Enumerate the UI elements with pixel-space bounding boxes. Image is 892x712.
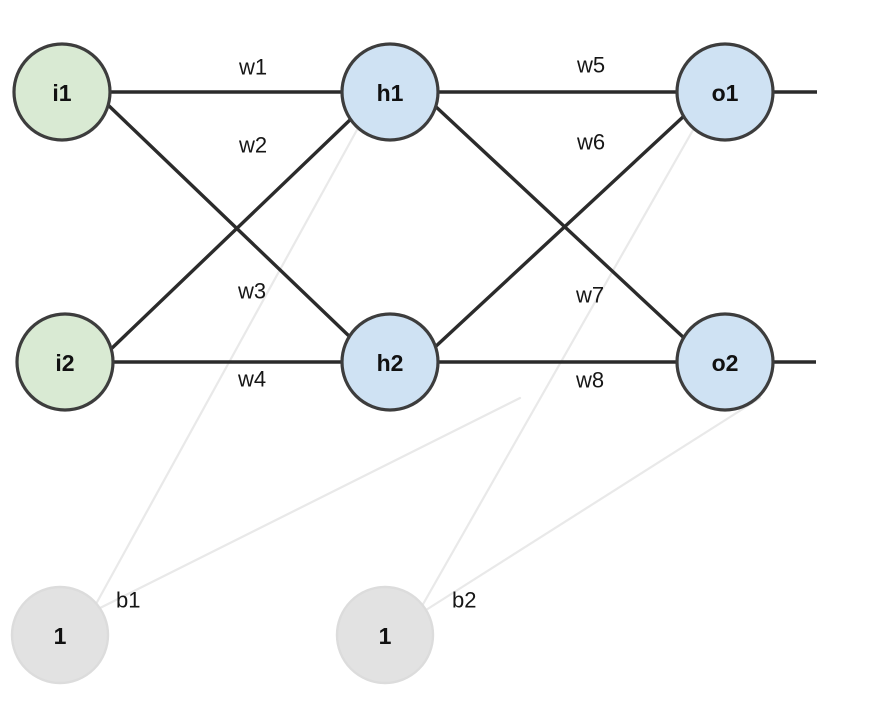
node-o1[interactable]: o1 <box>675 42 775 142</box>
edge-w6-h1-o2 <box>432 103 685 339</box>
weight-label-w2: w2 <box>238 133 267 158</box>
node-bias2-circle[interactable] <box>335 585 435 685</box>
node-h2-circle[interactable] <box>340 312 440 412</box>
node-i2-label: i2 <box>55 350 74 376</box>
node-bias1-label: 1 <box>54 623 67 649</box>
weight-label-w7: w7 <box>575 283 604 308</box>
node-h2[interactable]: h2 <box>340 312 440 412</box>
bias-edge-b1-h2 <box>98 396 522 610</box>
node-i2-circle[interactable] <box>15 312 115 412</box>
node-o2[interactable]: o2 <box>675 312 775 412</box>
node-bias2[interactable]: 1 <box>335 585 435 685</box>
node-bias1[interactable]: 1 <box>10 585 110 685</box>
node-i1[interactable]: i1 <box>12 42 112 142</box>
node-o2-circle[interactable] <box>675 312 775 412</box>
node-h1[interactable]: h1 <box>340 42 440 142</box>
node-bias1-circle[interactable] <box>10 585 110 685</box>
node-o2-label: o2 <box>712 350 739 376</box>
weight-label-group: w1 w2 w3 w4 w5 w6 w7 w8 <box>237 53 605 393</box>
bias-edge-group <box>94 126 762 612</box>
bias-label-b2: b2 <box>452 588 476 613</box>
weight-label-w1: w1 <box>238 55 267 80</box>
node-bias2-label: 1 <box>379 623 392 649</box>
weight-label-w3: w3 <box>237 279 266 304</box>
node-i1-label: i1 <box>52 80 71 106</box>
weight-label-w4: w4 <box>237 367 266 392</box>
node-o1-label: o1 <box>712 80 739 106</box>
bias-edge-b1-h1 <box>94 126 360 606</box>
edge-w2-i1-h2 <box>105 102 351 338</box>
bias-edge-b2-o2 <box>424 396 762 612</box>
node-h1-label: h1 <box>377 80 404 106</box>
node-h2-label: h2 <box>377 350 404 376</box>
node-o1-circle[interactable] <box>675 42 775 142</box>
weight-edge-group <box>105 90 686 364</box>
bias-label-b1: b1 <box>116 588 140 613</box>
edge-w7-h2-o1 <box>432 114 686 350</box>
bias-label-group: b1 b2 <box>116 588 476 613</box>
node-h1-circle[interactable] <box>340 42 440 142</box>
node-i2[interactable]: i2 <box>15 312 115 412</box>
weight-label-w8: w8 <box>575 368 604 393</box>
weight-label-w5: w5 <box>576 53 605 78</box>
weight-label-w6: w6 <box>576 130 605 155</box>
node-i1-circle[interactable] <box>12 42 112 142</box>
node-group: i1 i2 h1 h2 o1 o2 <box>10 42 775 685</box>
edge-w3-i2-h1 <box>108 116 354 352</box>
bias-edge-b2-o1 <box>420 128 695 608</box>
output-stub-group <box>773 90 817 364</box>
